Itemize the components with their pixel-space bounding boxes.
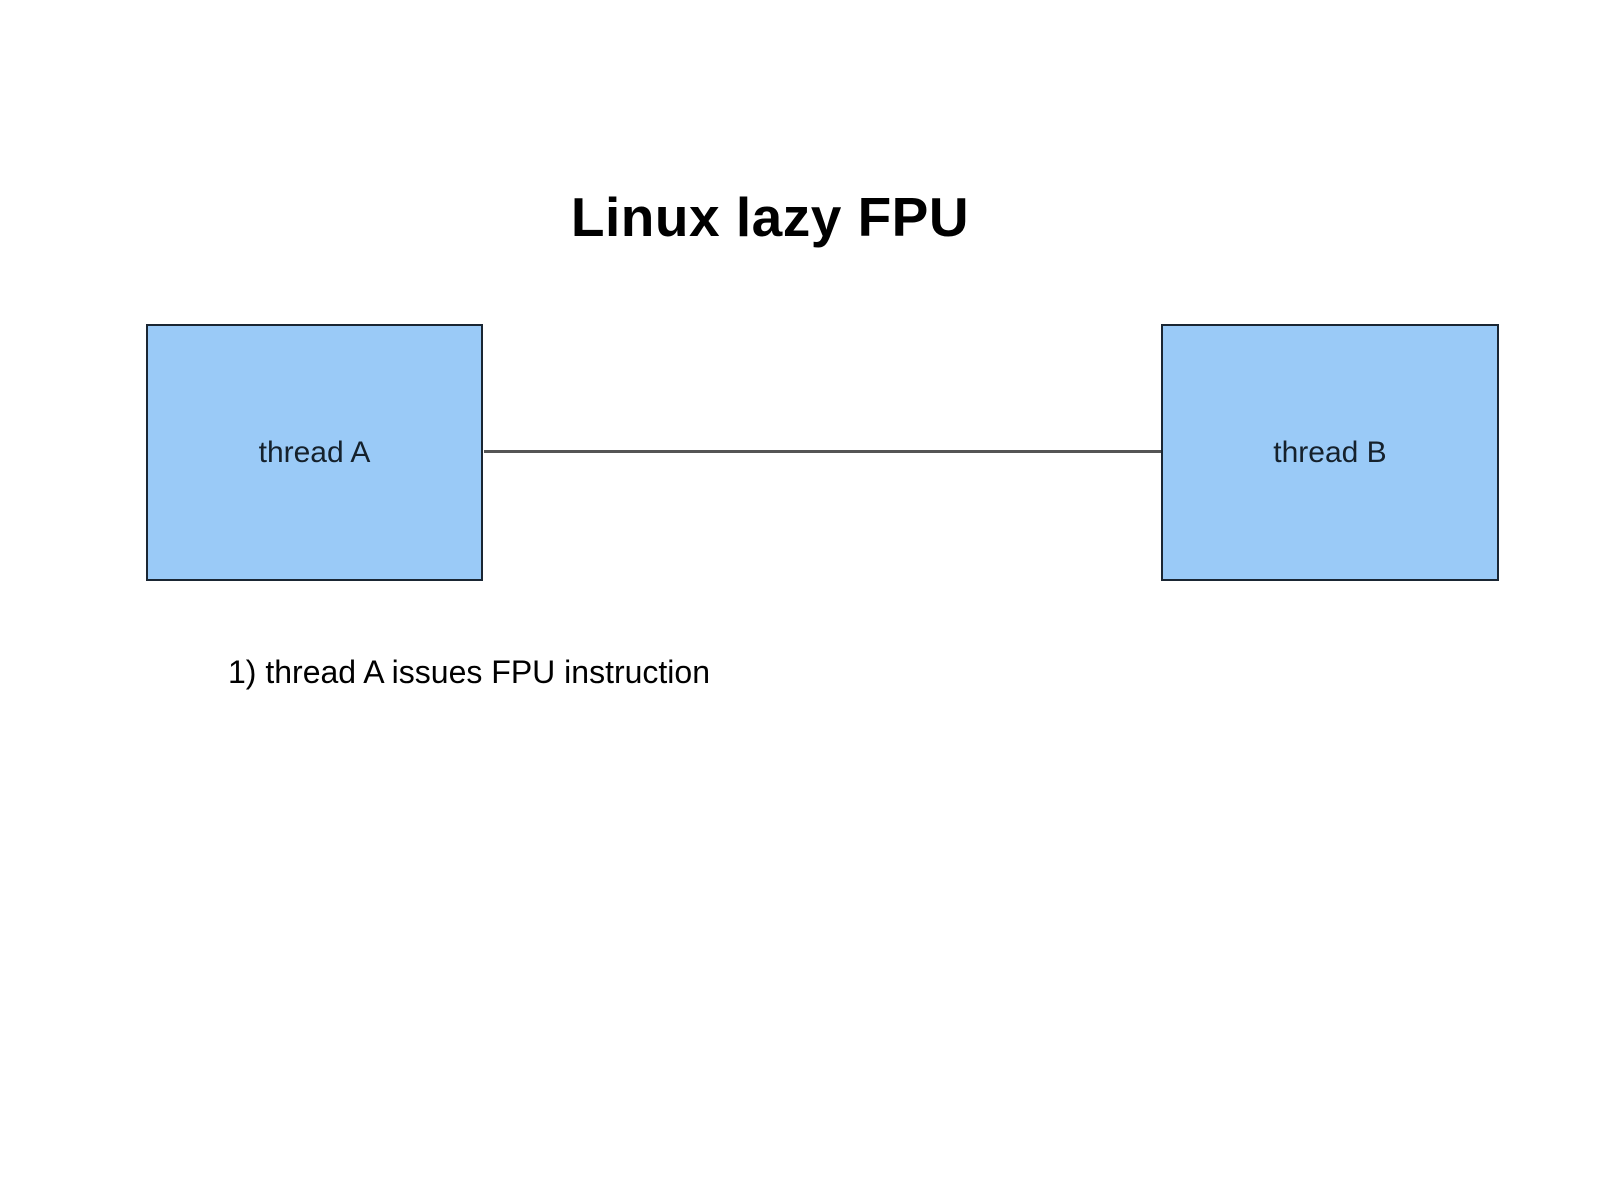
node-thread-a: thread A: [146, 324, 483, 581]
page-title: Linux lazy FPU: [570, 186, 970, 248]
step-caption: 1) thread A issues FPU instruction: [228, 654, 710, 690]
node-thread-a-label: thread A: [258, 435, 371, 469]
node-thread-b: thread B: [1161, 324, 1499, 581]
connector-line-thread-a-to-thread-b: [484, 450, 1161, 453]
node-thread-b-label: thread B: [1273, 435, 1387, 469]
